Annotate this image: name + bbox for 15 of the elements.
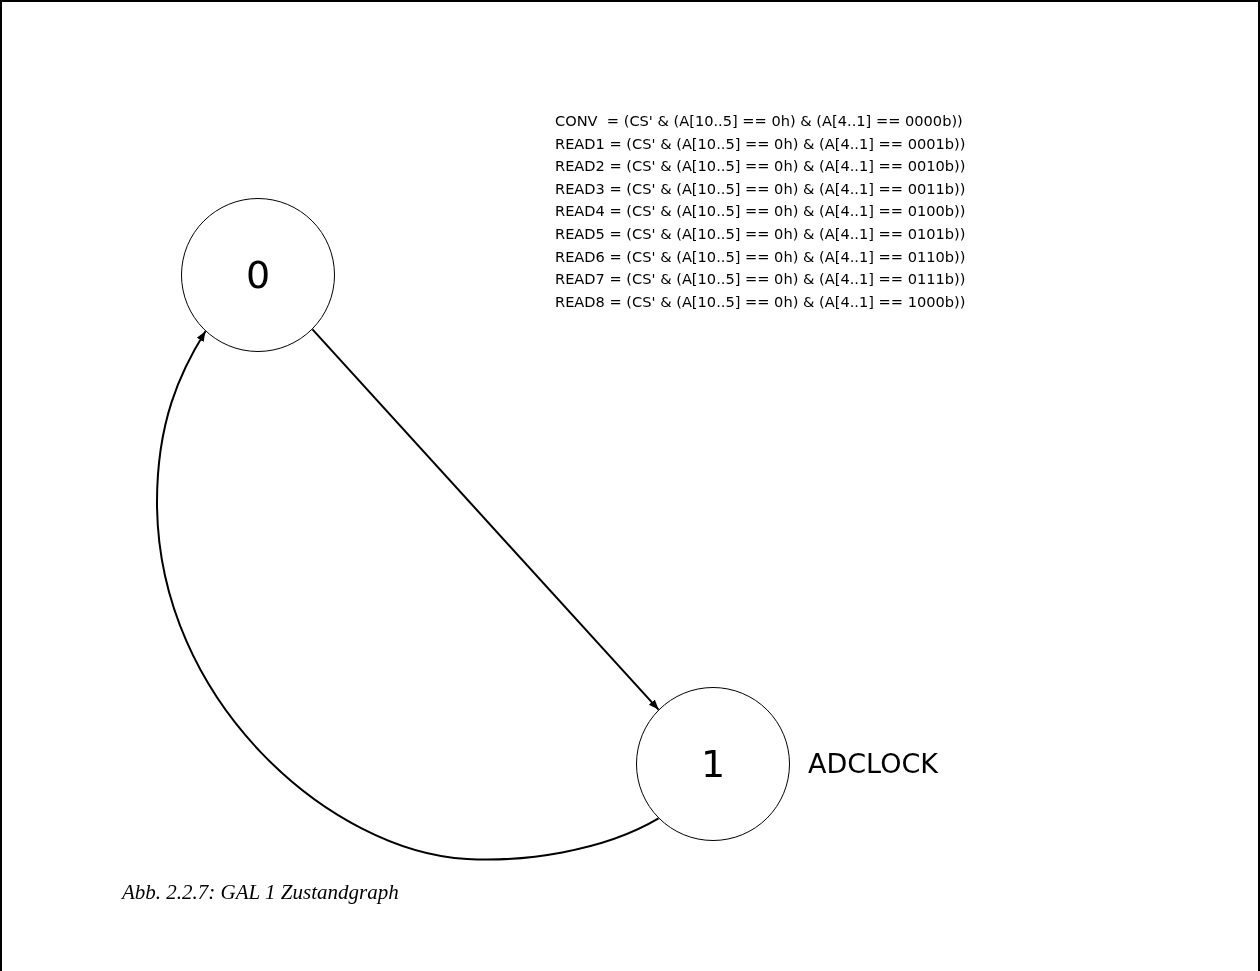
equation-text: READ5 = (CS' & (A[10..5] == 0h) & (A[4..1] == 0101b)) [555, 223, 966, 244]
equation-text: READ8 = (CS' & (A[10..5] == 0h) & (A[4..1] == 1000b)) [555, 291, 966, 312]
equation-text: READ4 = (CS' & (A[10..5] == 0h) & (A[4..1] == 0100b)) [555, 201, 966, 222]
equation-text: CONV = (CS' & (A[10..5] == 0h) & (A[4..1] == 0000b)) [555, 111, 964, 131]
arrow [311, 328, 660, 711]
equation-text: READ2 = (CS' & (A[10..5] == 0h) & (A[4..1] == 0010b)) [555, 156, 966, 177]
state-label: 0 [245, 256, 271, 294]
figure-caption: Abb. 2.2.7: GAL 1 Zustandgraph [122, 880, 399, 905]
arrow [156, 330, 660, 861]
equation-text: READ6 = (CS' & (A[10..5] == 0h) & (A[4..1] == 0110b)) [555, 246, 966, 267]
equation-text: READ7 = (CS' & (A[10..5] == 0h) & (A[4..1] == 0111b)) [555, 269, 966, 290]
state-label: 1 [700, 745, 726, 783]
output-label: ADCLOCK [808, 748, 938, 779]
equation-text: READ3 = (CS' & (A[10..5] == 0h) & (A[4..1] == 0011b)) [555, 178, 966, 199]
equation-text: READ1 = (CS' & (A[10..5] == 0h) & (A[4..1] == 0001b)) [555, 133, 966, 154]
